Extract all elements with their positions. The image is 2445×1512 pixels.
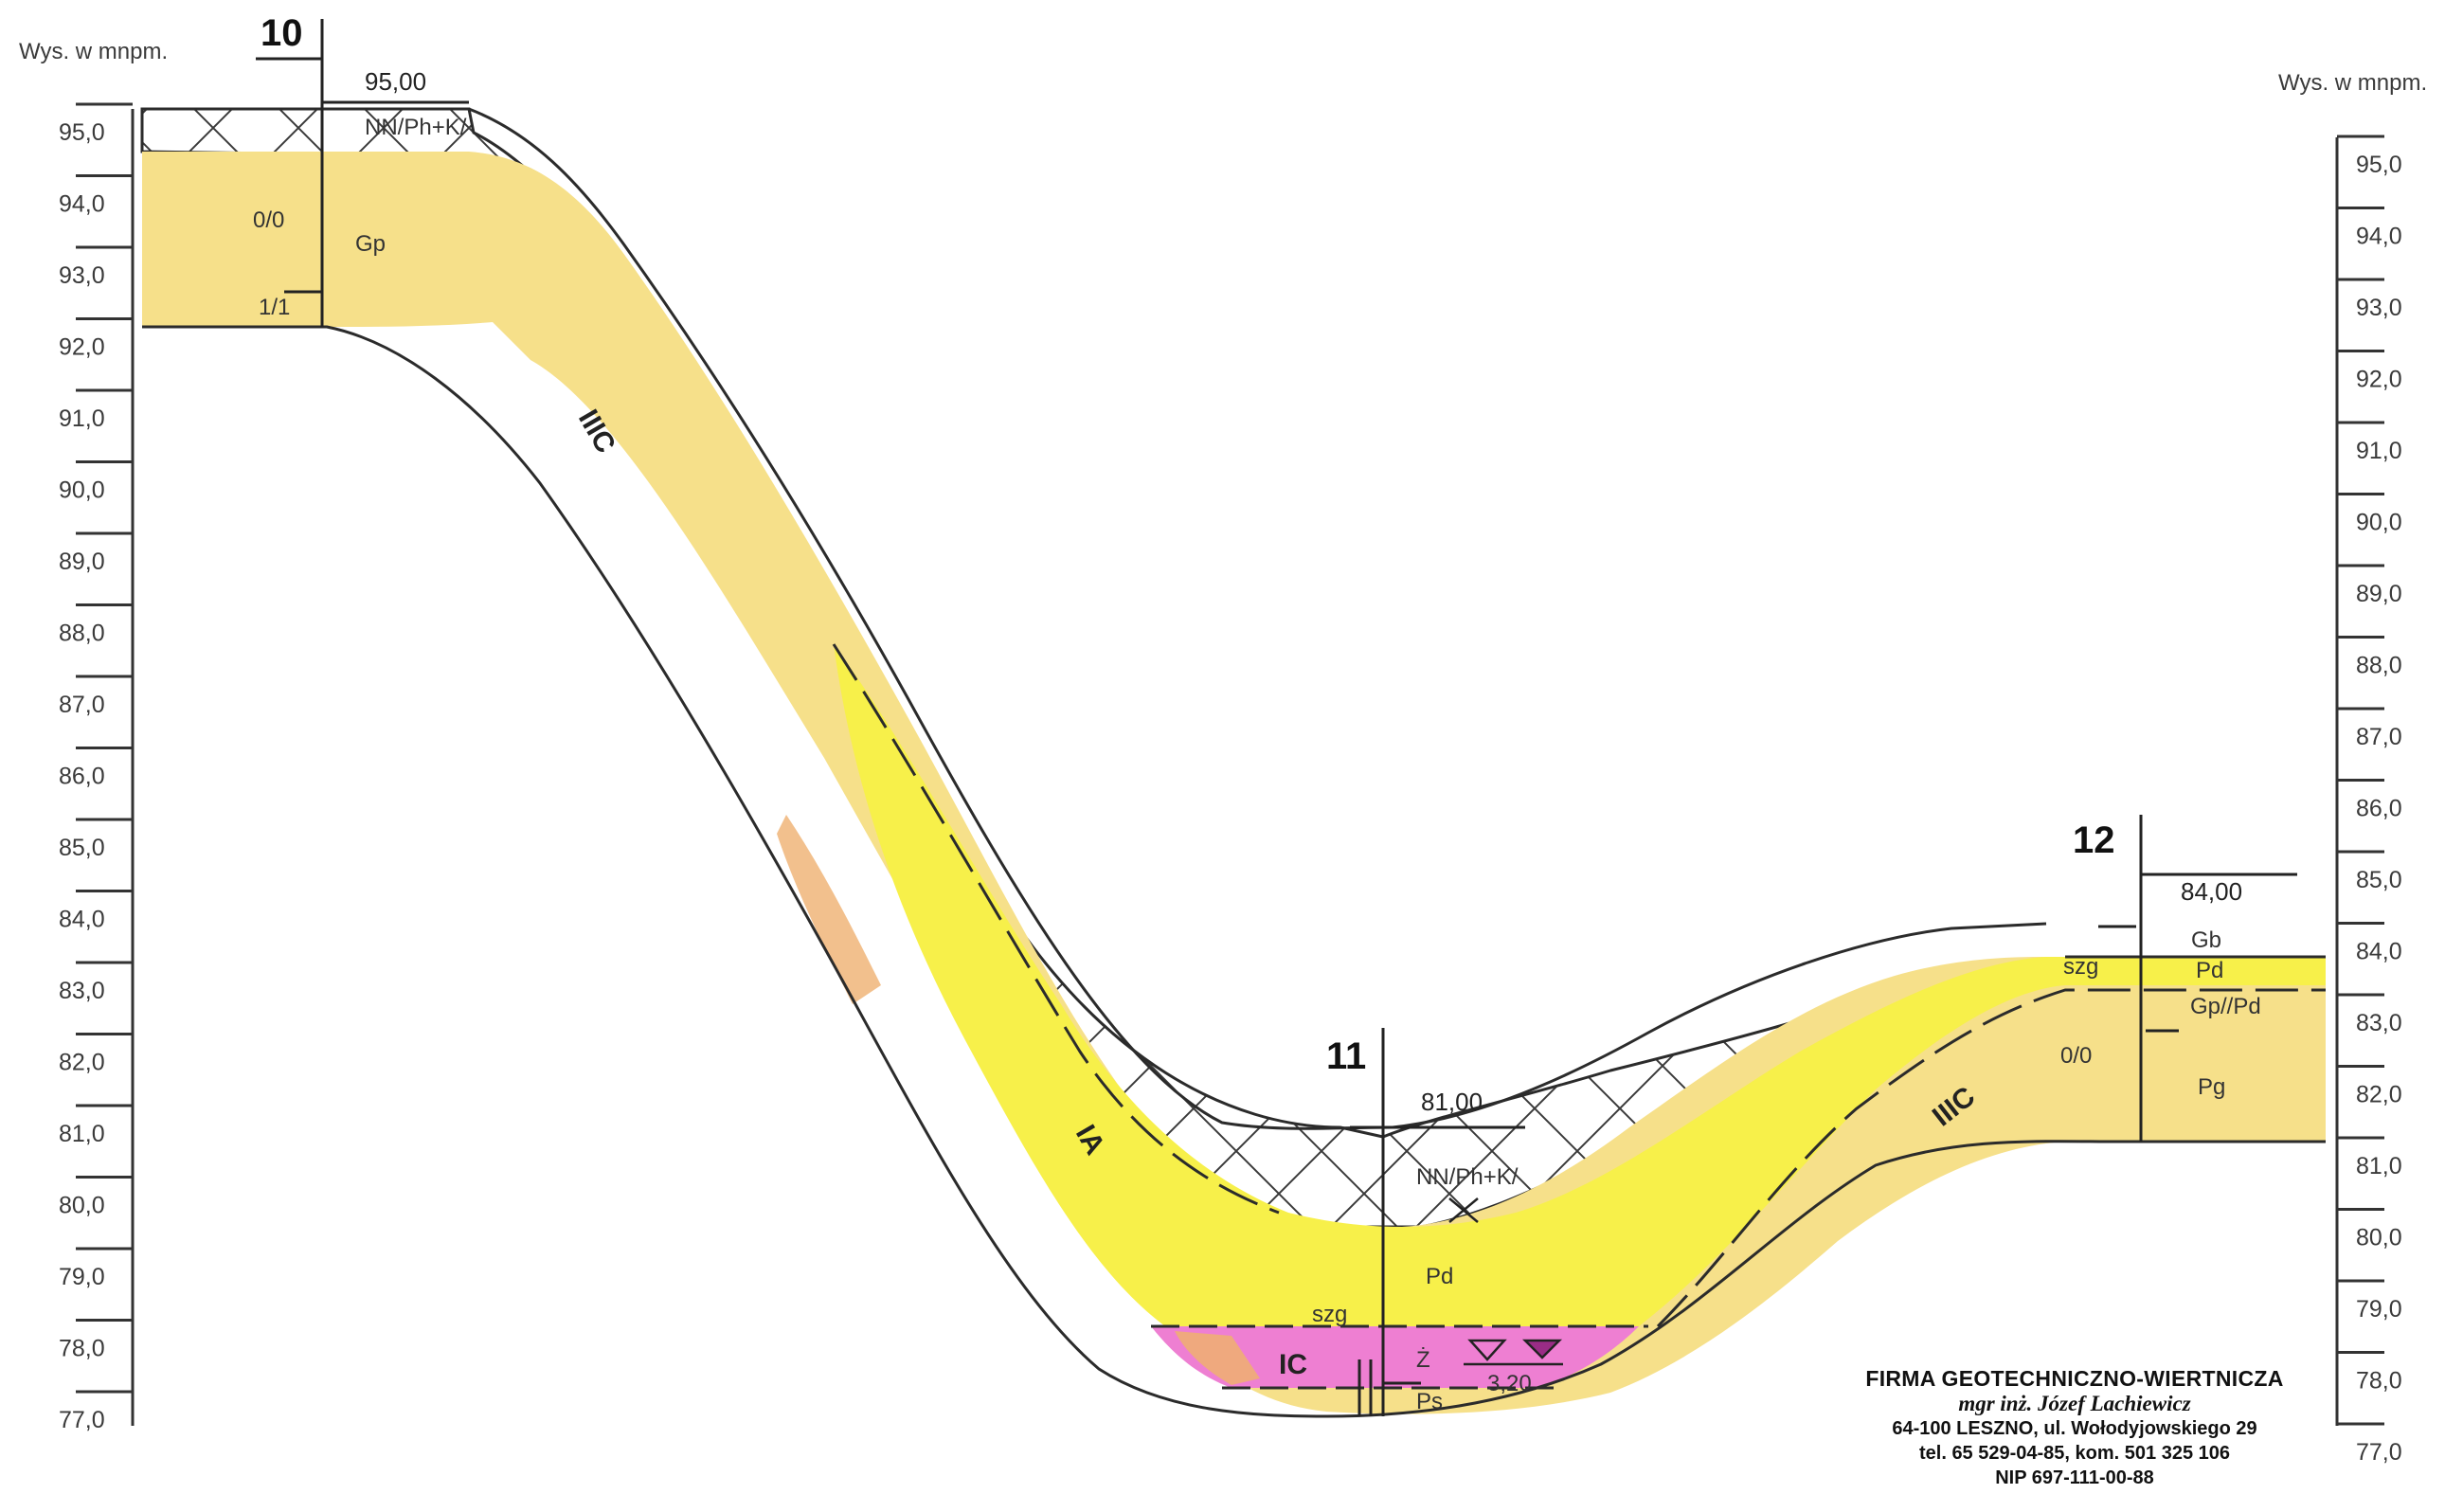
left-scale-ticks: 95,0 94,0 93,0 92,0 91,0 90,0 89,0 88,0 87,0 86,0… [59, 102, 133, 1433]
right-scale-tick-label: 81,0 [2356, 1153, 2402, 1179]
left-scale-tick-label: 86,0 [59, 764, 105, 790]
left-scale-tick-label: 90,0 [59, 477, 105, 504]
right-scale-tick-label: 87,0 [2356, 724, 2402, 750]
borehole-12-soil-gb: Gb [2191, 927, 2221, 953]
left-scale-tick-label: 89,0 [59, 549, 105, 575]
bottom-layer-IC [1151, 1326, 1639, 1388]
borehole-10: 10 95,00 NN/Ph+K/ Gp 0/0 1/1 [253, 12, 469, 327]
right-scale-tick-label: 80,0 [2356, 1225, 2402, 1251]
left-axis-title: Wys. w mnpm. [19, 39, 168, 64]
right-scale-ticks: 95,0 94,0 93,0 92,0 91,0 90,0 89,0 88,0 87,0 86,0… [2337, 135, 2402, 1466]
borehole-11-soil-z: Ż [1416, 1347, 1430, 1373]
right-axis-title: Wys. w mnpm. [2278, 70, 2427, 96]
water-table-icon [1464, 1339, 1563, 1366]
firm-name: FIRMA GEOTECHNICZNO-WIERTNICZA [1865, 1366, 2284, 1391]
right-scale-tick-label: 91,0 [2356, 438, 2402, 464]
borehole-10-soil-fill: NN/Ph+K/ [365, 115, 467, 140]
left-scale-tick-label: 77,0 [59, 1407, 105, 1433]
borehole-11: 11 81,00 NN/Ph+K/ Pd szg Ż 3,20 Ps [1312, 1028, 1563, 1416]
left-scale-tick-label: 91,0 [59, 405, 105, 432]
ground-surface-line [142, 107, 2047, 1130]
borehole-12-soil-pg: Pg [2198, 1074, 2225, 1100]
left-scale-tick-label: 85,0 [59, 835, 105, 861]
borehole-10-number: 10 [261, 12, 303, 54]
right-scale-tick-label: 92,0 [2356, 367, 2402, 393]
right-scale-tick-label: 95,0 [2356, 152, 2402, 178]
left-scale-tick-label: 95,0 [59, 119, 105, 146]
layer-boundary-dashed-2 [1656, 988, 2326, 1328]
right-scale-tick-label: 86,0 [2356, 796, 2402, 822]
accent-zone [777, 815, 881, 1004]
left-scale-tick-label: 87,0 [59, 692, 105, 718]
borehole-12-sample: 0/0 [2060, 1043, 2092, 1069]
borehole-12-soil-szg: szg [2063, 954, 2098, 980]
cross-mark-icon [1448, 1197, 1479, 1223]
borehole-12-number: 12 [2073, 819, 2115, 861]
right-scale-tick-label: 82,0 [2356, 1082, 2402, 1108]
borehole-10-soil-gp: Gp [355, 231, 386, 257]
left-scale-tick-label: 78,0 [59, 1336, 105, 1362]
soil-profile [140, 107, 2326, 1418]
borehole-12-soil-gppd: Gp//Pd [2190, 994, 2261, 1019]
borehole-11-soil-fill: NN/Ph+K/ [1416, 1164, 1519, 1190]
bottom-accent [1175, 1331, 1260, 1385]
base-line [142, 325, 2326, 1418]
right-scale-tick-label: 83,0 [2356, 1010, 2402, 1036]
firm-nip: NIP 697-111-00-88 [1995, 1467, 2154, 1488]
right-scale-tick-label: 88,0 [2356, 653, 2402, 679]
borehole-11-number: 11 [1326, 1035, 1366, 1077]
firm-stamp: FIRMA GEOTECHNICZNO-WIERTNICZA mgr inż. … [1857, 1366, 2292, 1490]
left-scale-tick-label: 80,0 [59, 1193, 105, 1219]
borehole-10-elevation: 95,00 [365, 67, 426, 96]
left-scale-tick-label: 84,0 [59, 907, 105, 933]
left-scale-tick-label: 94,0 [59, 191, 105, 218]
right-elevation-scale: Wys. w mnpm. 95,0 94,0 93,0 92,0 91,0 90,0 89,… [2278, 70, 2427, 1466]
borehole-11-soil-pd: Pd [1426, 1264, 1453, 1289]
left-scale-tick-label: 81,0 [59, 1121, 105, 1147]
left-scale-tick-label: 93,0 [59, 262, 105, 289]
right-scale-tick-label: 93,0 [2356, 295, 2402, 321]
borehole-11-elevation: 81,00 [1421, 1088, 1483, 1116]
borehole-11-water-depth: 3,20 [1487, 1371, 1532, 1396]
right-scale-tick-label: 94,0 [2356, 224, 2402, 250]
right-scale-tick-label: 77,0 [2356, 1439, 2402, 1466]
layer-boundary-dashed-1 [832, 643, 1280, 1215]
layer-label-IC: IC [1279, 1349, 1307, 1380]
right-scale-tick-label: 90,0 [2356, 510, 2402, 536]
borehole-11-soil-ps: Ps [1416, 1389, 1443, 1414]
right-scale-tick-label: 84,0 [2356, 939, 2402, 965]
borehole-10-sample-top: 0/0 [253, 207, 284, 233]
borehole-12-elevation: 84,00 [2181, 877, 2242, 906]
borehole-12: 12 84,00 Gb Pd Gp//Pd szg 0/0 Pg [2060, 815, 2297, 1142]
firm-address: 64-100 LESZNO, ul. Wołodyjowskiego 29 [1892, 1418, 2257, 1439]
borehole-12-soil-pd: Pd [2196, 958, 2223, 983]
borehole-10-sample-bottom: 1/1 [259, 295, 290, 320]
left-scale-tick-label: 82,0 [59, 1050, 105, 1076]
right-scale-tick-label: 85,0 [2356, 867, 2402, 893]
left-scale-tick-label: 92,0 [59, 334, 105, 361]
left-scale-tick-label: 83,0 [59, 978, 105, 1004]
firm-owner: mgr inż. Józef Lachiewicz [1958, 1392, 2191, 1415]
sand-layer-IA [834, 644, 2326, 1326]
borehole-11-soil-szg: szg [1312, 1302, 1347, 1327]
firm-phone: tel. 65 529-04-85, kom. 501 325 106 [1918, 1443, 2230, 1464]
right-scale-tick-label: 78,0 [2356, 1368, 2402, 1395]
right-scale-tick-label: 89,0 [2356, 581, 2402, 607]
left-elevation-scale: Wys. w mnpm. 95,0 94,0 93,0 92,0 91,0 90,0 89,… [19, 39, 168, 1433]
left-scale-tick-label: 79,0 [59, 1264, 105, 1290]
right-scale-tick-label: 79,0 [2356, 1296, 2402, 1323]
left-scale-tick-label: 88,0 [59, 621, 105, 647]
